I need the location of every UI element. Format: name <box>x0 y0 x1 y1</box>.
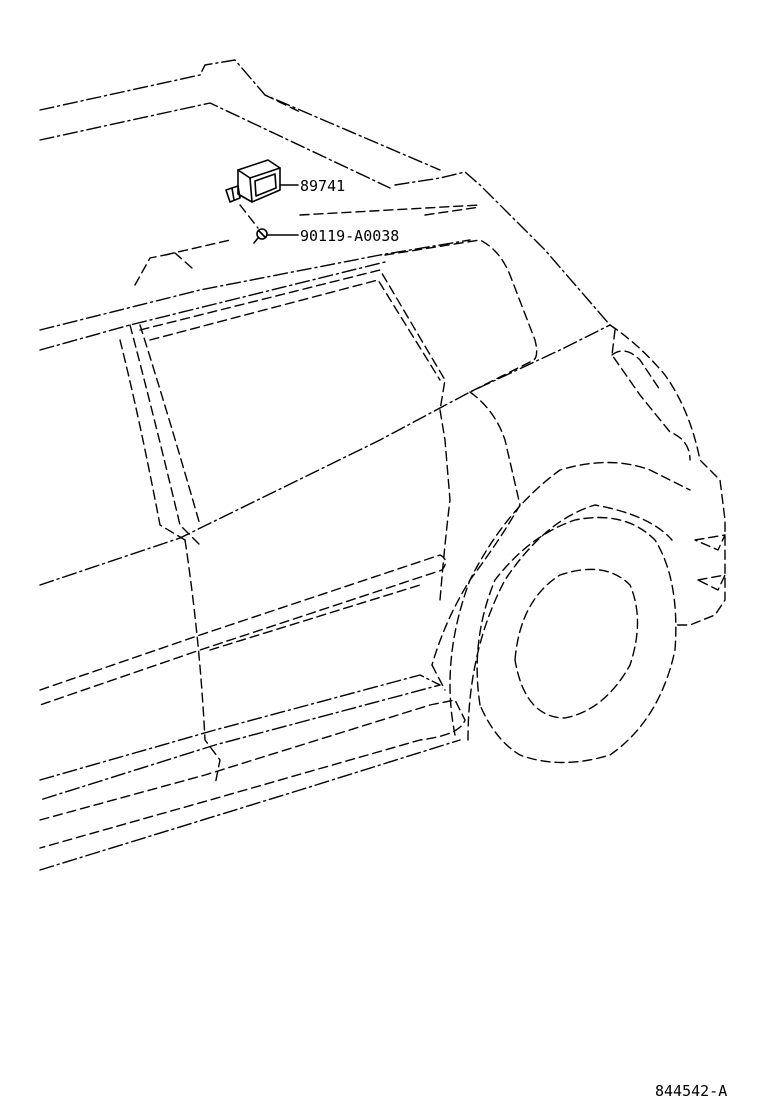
diagram-code: 844542-A <box>655 1082 727 1100</box>
screw-90119-icon <box>239 204 268 244</box>
part-number-89741[interactable]: 89741 <box>300 177 345 195</box>
vehicle-body-outline <box>39 59 726 871</box>
part-number-90119-a0038[interactable]: 90119-A0038 <box>300 227 399 245</box>
module-89741-icon <box>225 159 281 203</box>
